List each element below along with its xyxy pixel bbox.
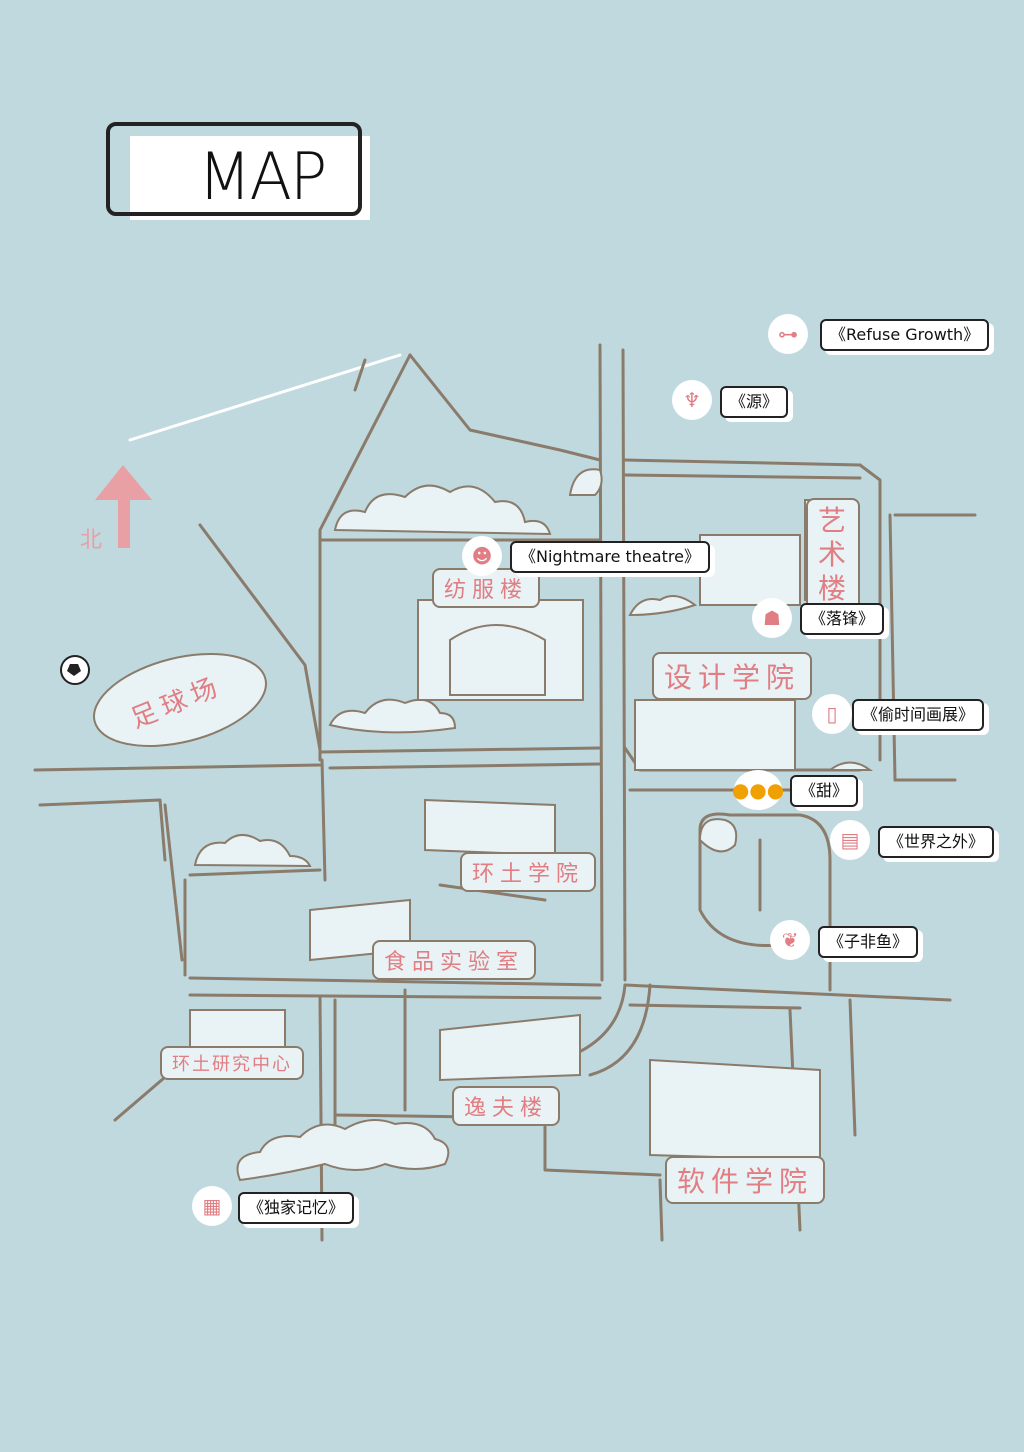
cloud-decorations (193, 468, 874, 1182)
frame-icon: ▯ (812, 694, 852, 734)
tag-nightmare-theatre[interactable]: 《Nightmare theatre》 (510, 541, 710, 573)
tag-toushijian[interactable]: 《偷时间画展》 (852, 699, 985, 731)
bicycle-icon: ⊶ (768, 314, 808, 354)
fish-icon: ❦ (770, 920, 810, 960)
mask-icon: ☻ (462, 536, 502, 576)
caterpillar-icon: ●●● (732, 770, 784, 810)
tag-zifeiyu[interactable]: 《子非鱼》 (818, 926, 919, 958)
label-yishu[interactable]: 艺术楼 (806, 498, 860, 612)
title-frame (106, 122, 362, 216)
label-huantu-center[interactable]: 环土研究中心 (160, 1046, 304, 1080)
tag-dujia-jiyi[interactable]: 《独家记忆》 (238, 1192, 355, 1224)
label-yifu[interactable]: 逸夫楼 (452, 1086, 561, 1126)
label-shipin[interactable]: 食品实验室 (372, 940, 537, 980)
figure-icon: ♆ (672, 380, 712, 420)
tag-yuan[interactable]: 《源》 (720, 386, 789, 418)
maze-icon: ▦ (192, 1186, 232, 1226)
tag-refuse-growth[interactable]: 《Refuse Growth》 (820, 319, 990, 351)
tag-shijiezhiwai[interactable]: 《世界之外》 (878, 826, 995, 858)
north-label: 北 (80, 528, 103, 553)
title-backdrop (130, 136, 370, 220)
page-title: MAP (198, 138, 327, 215)
tag-luofeng[interactable]: 《落锋》 (800, 603, 885, 635)
book-icon: ▤ (830, 820, 870, 860)
portrait-icon: ☗ (752, 598, 792, 638)
soccer-field (60, 653, 267, 747)
label-huantu[interactable]: 环土学院 (460, 852, 597, 892)
north-arrow-icon (95, 465, 152, 548)
label-ruanjian[interactable]: 软件学院 (665, 1156, 826, 1204)
label-sheji[interactable]: 设计学院 (652, 652, 813, 700)
tag-tian[interactable]: 《甜》 (790, 775, 859, 807)
